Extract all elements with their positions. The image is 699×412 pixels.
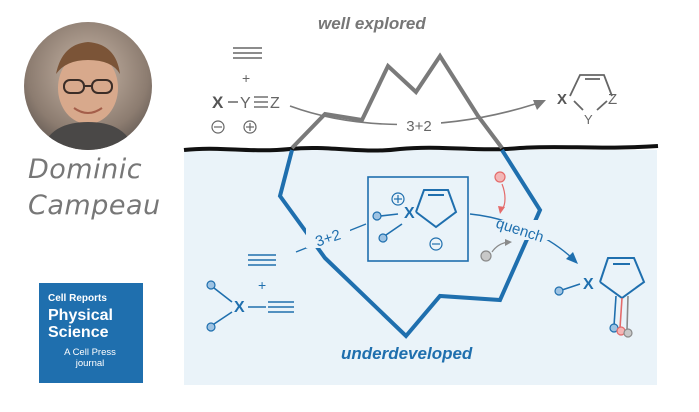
bottom-product-ring <box>599 257 646 300</box>
dipole-triple-bond <box>254 96 268 108</box>
ylide-ring <box>415 189 458 229</box>
ylide-charges <box>391 192 443 251</box>
author-first-name: Dominic <box>28 154 143 185</box>
product-substituent <box>554 286 564 296</box>
red-arrow <box>501 183 506 211</box>
bottom-product-x: X <box>583 276 594 293</box>
product-gray-group <box>623 328 633 338</box>
bottom-alkyne <box>248 254 276 266</box>
journal-title: Physical Science <box>48 307 113 341</box>
dipole-charges <box>211 120 257 134</box>
journal-line-5: journal <box>75 358 105 369</box>
bottom-substituent-1 <box>206 280 216 290</box>
iceberg-top <box>290 52 504 150</box>
underdeveloped-label: underdeveloped <box>341 344 473 363</box>
top-plus-sign: + <box>242 70 250 86</box>
bottom-x: X <box>234 299 245 316</box>
dipole-z: Z <box>270 95 280 112</box>
well-explored-label: well explored <box>318 14 426 33</box>
top-reaction-label: 3+2 <box>406 118 431 135</box>
ylide-substituent-1 <box>372 211 382 221</box>
dipole-y: Y <box>240 95 251 112</box>
ylide-box <box>367 176 469 262</box>
waterline <box>183 144 659 153</box>
journal-logo: Cell Reports Physical Science A Cell Pre… <box>39 283 143 383</box>
journal-line-3: Science <box>48 324 109 341</box>
dipole-x: X <box>212 93 224 112</box>
top-product-x: X <box>557 91 567 108</box>
top-alkyne <box>233 47 262 59</box>
journal-line-4: A Cell Press <box>64 347 116 358</box>
author-last-name: Campeau <box>28 190 161 221</box>
journal-line-2: Physical <box>48 307 113 324</box>
ylide-substituent-2 <box>378 233 388 243</box>
top-product-z: Z <box>608 91 617 108</box>
journal-subtitle: A Cell Press journal <box>59 347 121 369</box>
ylide-x: X <box>404 205 415 222</box>
bottom-alkyne-x <box>248 301 294 313</box>
gray-nucleophile <box>480 250 492 262</box>
author-name: Dominic Campeau <box>28 152 178 224</box>
red-electrophile <box>494 171 506 183</box>
journal-line-1: Cell Reports <box>48 293 107 304</box>
author-portrait <box>24 22 152 150</box>
quench-label: quench <box>494 215 546 246</box>
top-product-y: Y <box>584 112 593 127</box>
top-product-ring <box>569 74 613 111</box>
bottom-plus-sign: + <box>258 277 266 293</box>
bottom-substituent-2 <box>206 322 216 332</box>
